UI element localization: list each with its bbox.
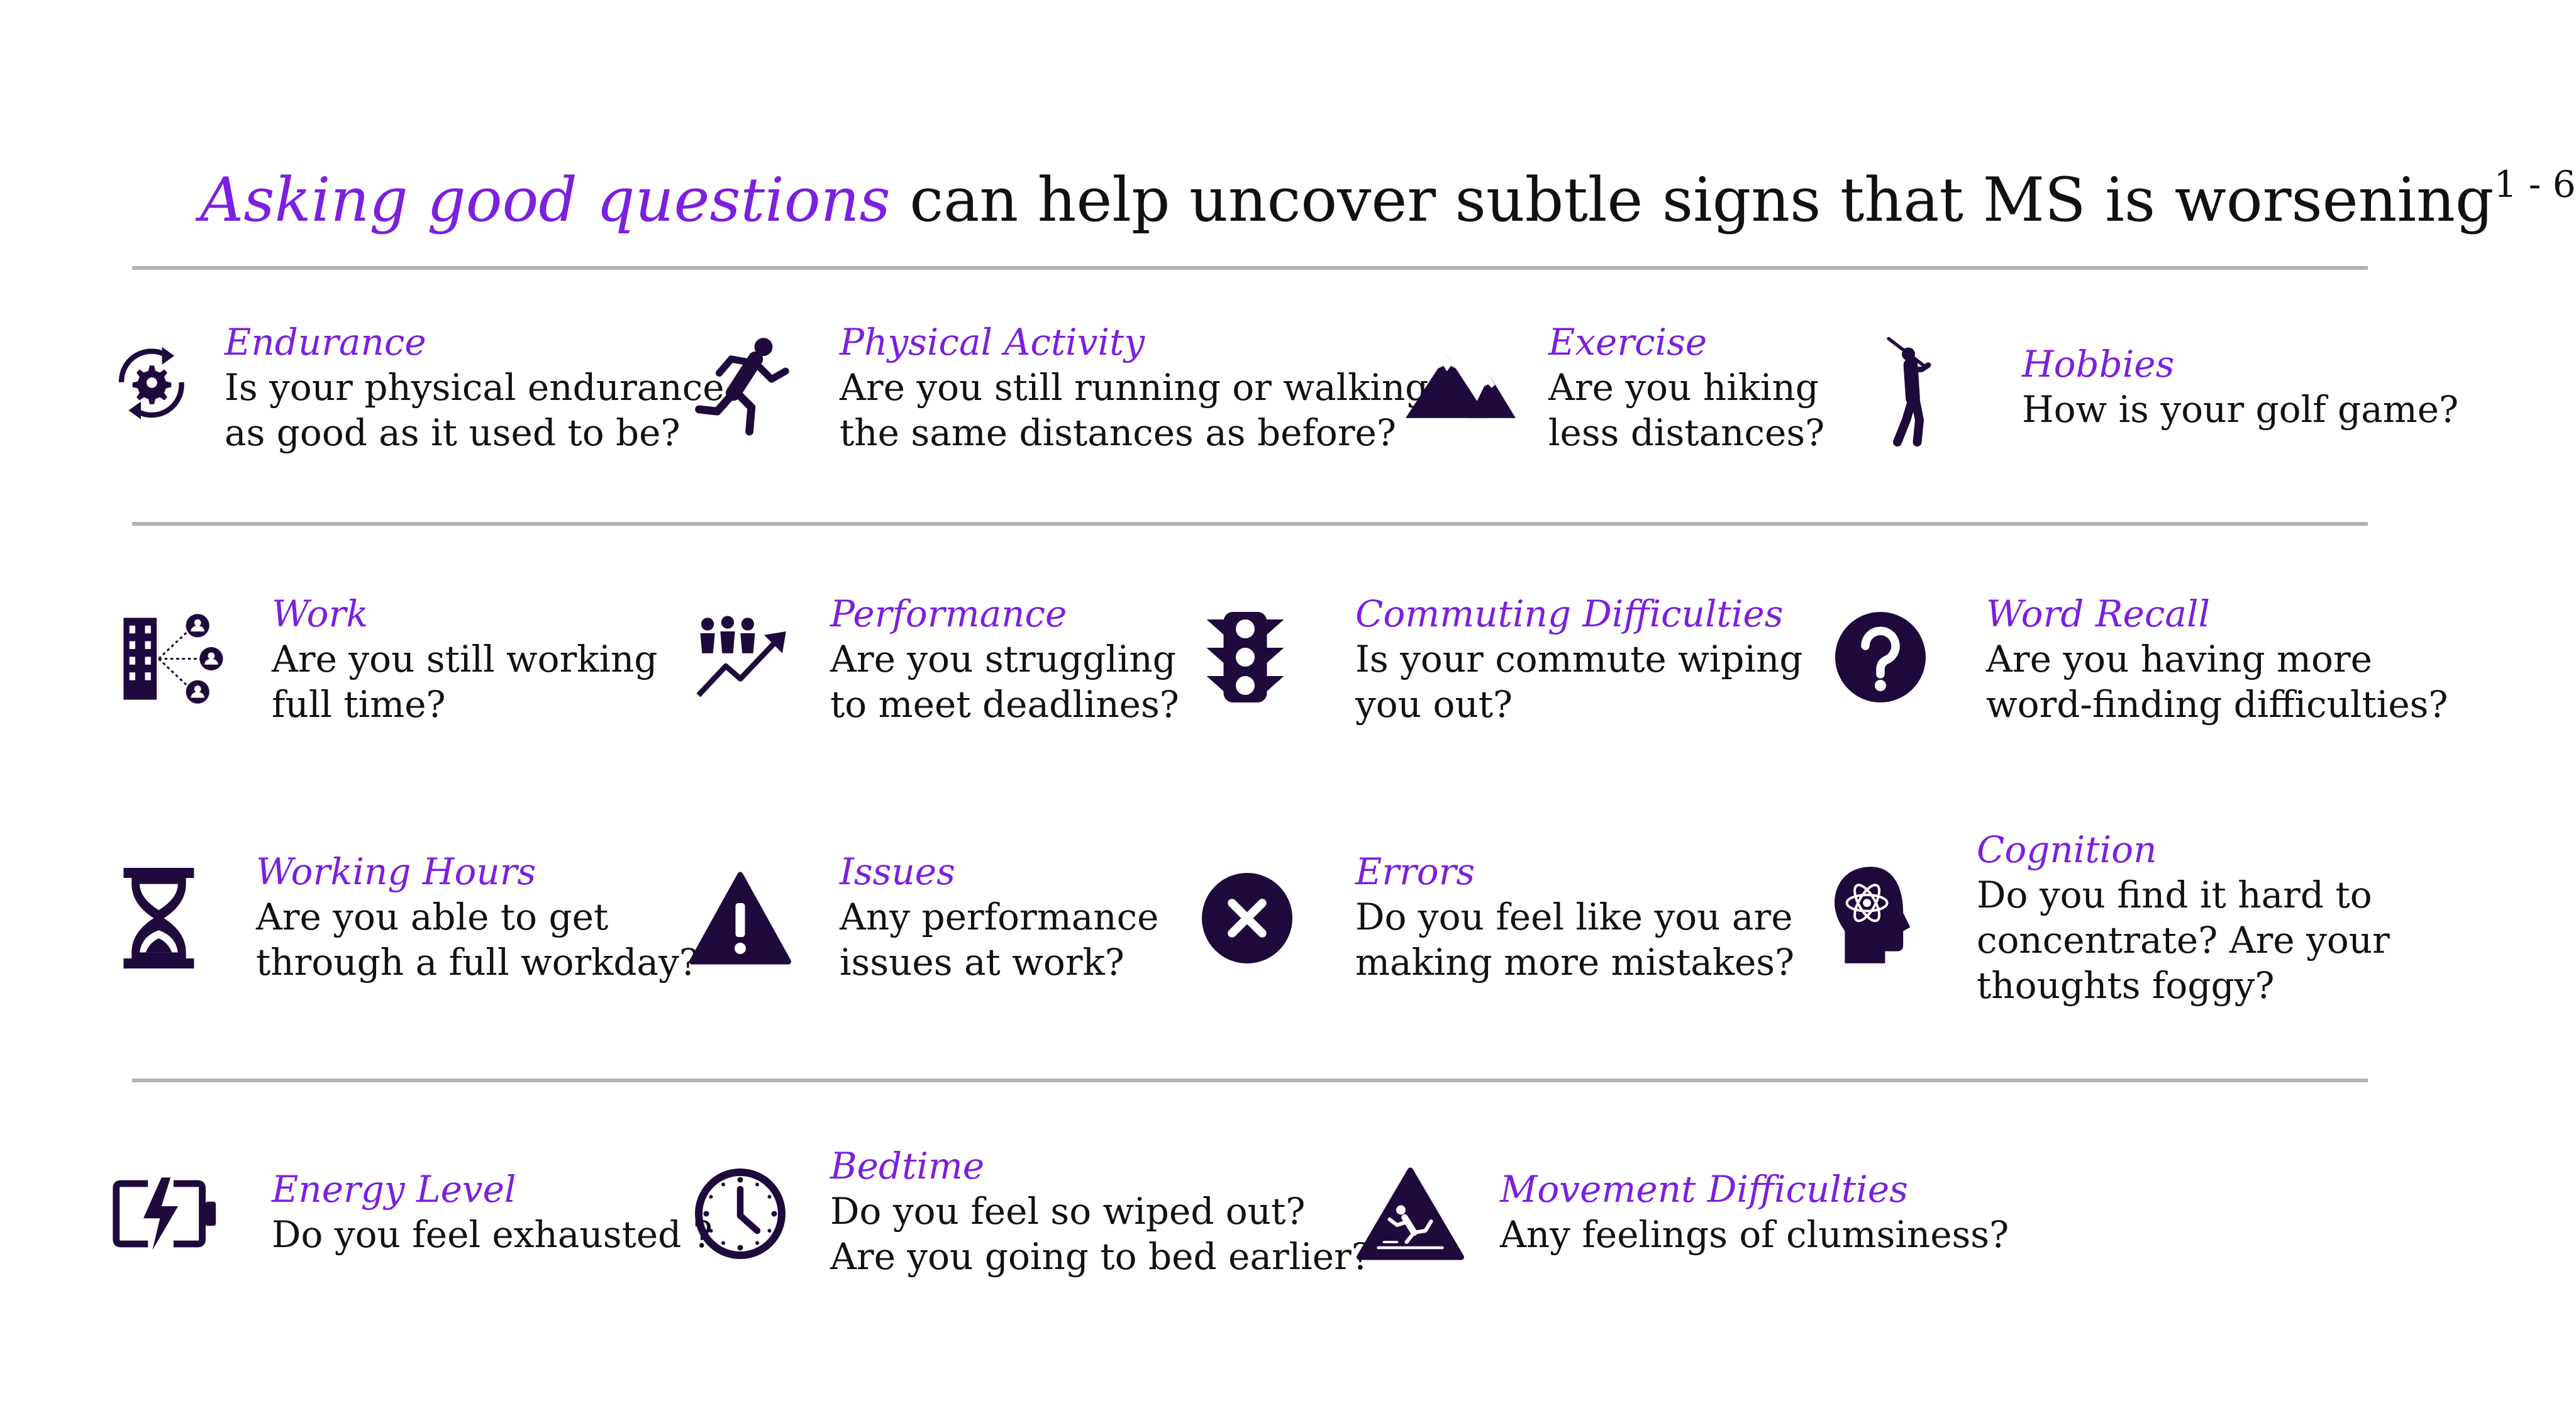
traffic-light-icon [1201,610,1289,704]
item-question-line: How is your golf game? [2022,388,2459,431]
divider-2 [132,522,2368,526]
item-question-line: through a full workday? [256,941,699,984]
divider-3 [132,1079,2368,1082]
errors-text: Errors Do you feel like you are making m… [1355,849,1794,985]
item-question-line: full time? [272,683,446,726]
head-atom-icon [1830,865,1912,965]
item-question-line: you out? [1355,683,1513,726]
item-question-line: to meet deadlines? [830,683,1179,726]
item-question-line: Is your physical endurance [225,366,724,409]
physical-activity-text: Physical Activity Are you still running … [840,319,1428,455]
item-heading: Energy Level [272,1168,516,1211]
item-heading: Performance [830,592,1067,635]
item-question-line: Any performance [840,896,1159,938]
page-title: Asking good questions can help uncover s… [200,162,2576,238]
divider-top [132,266,2368,270]
item-question-line: Are you still working [272,638,658,680]
item-heading: Endurance [225,321,426,363]
mountain-icon [1406,349,1516,418]
movement-text: Movement Difficulties Any feelings of cl… [1500,1167,2009,1257]
running-person-icon [693,333,794,437]
slip-hazard-icon [1355,1167,1465,1261]
item-question-line: Do you feel like you are [1355,896,1793,938]
item-heading: Issues [840,850,955,893]
item-question-line: Are you struggling [830,638,1176,680]
warning-icon [687,871,794,965]
item-question-line: Do you feel exhausted ? [272,1213,713,1256]
item-question-line: less distances? [1548,411,1825,454]
item-question-line: the same distances as before? [840,411,1396,454]
commuting-text: Commuting Difficulties Is your commute w… [1355,591,1803,727]
question-mark-icon [1833,610,1928,704]
item-heading: Bedtime [830,1145,985,1187]
hobbies-text: Hobbies How is your golf game? [2022,341,2458,432]
item-question-line: Are you still running or walking [840,366,1429,409]
item-question-line: as good as it used to be? [225,411,680,454]
team-growth-icon [693,613,797,704]
cognition-text: Cognition Do you find it hard to concent… [1977,827,2390,1008]
exercise-text: Exercise Are you hiking less distances? [1548,319,1824,455]
item-heading: Word Recall [1986,592,2211,635]
word-recall-text: Word Recall Are you having more word-fin… [1986,591,2448,727]
hourglass-icon [123,868,195,968]
item-heading: Exercise [1548,321,1707,363]
item-question-line: Are you hiking [1548,366,1819,409]
item-question-line: making more mistakes? [1355,941,1795,984]
title-superscript: 1 - 6 [2494,163,2576,206]
item-question-line: Do you feel so wiped out? [830,1190,1306,1233]
clock-icon [693,1167,787,1261]
item-heading: Hobbies [2022,343,2175,386]
item-heading: Working Hours [256,850,536,893]
item-question-line: Are you going to bed earlier? [830,1235,1371,1278]
working-hours-text: Working Hours Are you able to get throug… [256,849,699,985]
item-heading: Errors [1355,850,1475,893]
item-heading: Commuting Difficulties [1355,592,1784,635]
title-accent: Asking good questions [200,165,891,235]
office-network-icon [118,610,228,708]
work-text: Work Are you still working full time? [272,591,657,727]
item-heading: Work [272,592,369,635]
item-question-line: Are you having more [1986,638,2372,680]
low-battery-icon [112,1176,220,1251]
item-question-line: thoughts foggy? [1977,964,2275,1007]
item-question-line: Is your commute wiping [1355,638,1803,680]
item-heading: Movement Difficulties [1500,1168,1908,1211]
golfer-icon [1880,336,1950,447]
item-question-line: concentrate? Are your [1977,919,2390,962]
title-rest: can help uncover subtle signs that MS is… [890,165,2494,235]
bedtime-text: Bedtime Do you feel so wiped out? Are yo… [830,1143,1371,1279]
item-question-line: Are you able to get [256,896,609,938]
item-question-line: Do you find it hard to [1977,874,2372,916]
item-heading: Physical Activity [840,321,1145,363]
issues-text: Issues Any performance issues at work? [840,849,1158,985]
item-question-line: word-finding difficulties? [1986,683,2448,726]
endurance-text: Endurance Is your physical endurance as … [225,319,724,455]
item-heading: Cognition [1977,828,2157,871]
performance-text: Performance Are you struggling to meet d… [830,591,1179,727]
item-question-line: Any feelings of clumsiness? [1500,1213,2009,1256]
error-x-icon [1200,871,1294,965]
item-question-line: issues at work? [840,941,1124,984]
gear-cycle-icon [106,336,194,425]
energy-level-text: Energy Level Do you feel exhausted ? [272,1167,713,1257]
